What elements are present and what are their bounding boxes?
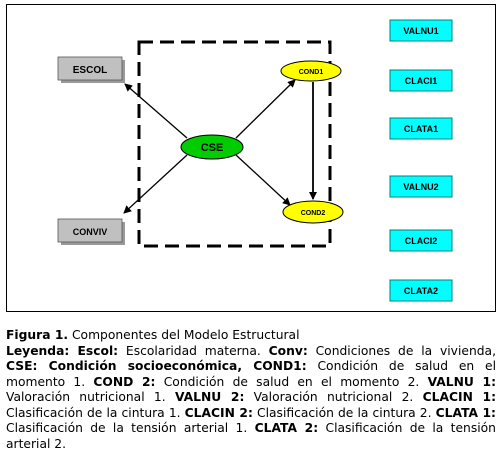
node-escol-label: ESCOL [73, 65, 107, 76]
node-cse-label: CSE [201, 142, 224, 154]
node-conviv-label: CONVIV [73, 227, 108, 237]
legend-term: CLACIN 1: [422, 390, 497, 404]
legend-desc: Valoración nutricional 2. [244, 390, 423, 404]
node-clacin1-label: CLACI1 [405, 76, 438, 86]
figure-label: Figura 1. [6, 328, 69, 342]
node-cse-ellipse [180, 134, 244, 160]
node-clacin2: CLACI2 [389, 229, 453, 252]
node-valnu2-label: VALNU2 [403, 182, 438, 192]
node-clata2-label: CLATA2 [404, 286, 438, 296]
node-clata1: CLATA1 [389, 117, 453, 140]
legend-desc: Condición de salud en el momento 1. [6, 359, 496, 389]
node-cond1-label: COND1 [299, 69, 324, 76]
legend-desc: Escolaridad materna. [118, 343, 269, 358]
node-escol: ESCOL [57, 56, 125, 83]
legend-desc: Clasificación de la tensión arterial 2. [6, 421, 496, 451]
edge-cse-escol [124, 83, 188, 139]
legend-term: CLATA 1: [435, 405, 496, 420]
diagram-frame [6, 4, 496, 312]
node-valnu1: VALNU1 [389, 19, 453, 42]
node-valnu2-box [389, 175, 453, 198]
legend-desc: Clasificación de la tensión arterial 1. [6, 421, 255, 435]
model-boundary [137, 40, 332, 248]
node-cond1-ellipse [280, 60, 342, 82]
node-valnu1-label: VALNU1 [403, 26, 438, 36]
diagram: ESCOL CONVIV CSE COND1 COND2 VALNU1 [57, 19, 453, 302]
legend-term: COND 2: [93, 374, 156, 389]
legend-desc: Condiciones de la vivienda, [307, 343, 496, 358]
caption-title-line: Figura 1. Componentes del Modelo Estruct… [6, 328, 496, 344]
node-clata2: CLATA2 [389, 279, 453, 302]
legend-desc: Clasificación de la cintura 1. [6, 405, 185, 420]
legend-term: Conv: [268, 343, 308, 358]
node-clacin2-box [389, 229, 453, 252]
figure-title: Componentes del Modelo Estructural [68, 328, 300, 342]
legend-term: VALNU 2: [174, 390, 245, 404]
node-cond1: COND1 [280, 60, 342, 82]
legend-term: Leyenda: Escol: [6, 343, 119, 358]
legend-term: CLATA 2: [254, 421, 319, 435]
legend-desc: Condición de salud en el momento 2. [155, 374, 428, 389]
legend-desc: Clasificación de la cintura 2. [252, 405, 436, 420]
legend-term: VALNU 1: [427, 374, 496, 389]
node-clata2-box [389, 279, 453, 302]
caption-legend: Leyenda: Escol: Escolaridad materna. Con… [6, 344, 496, 453]
node-valnu2: VALNU2 [389, 175, 453, 198]
node-cond2-label: COND2 [301, 210, 326, 217]
node-cse: CSE [180, 134, 244, 160]
node-clata1-label: CLATA1 [404, 124, 438, 134]
node-cond2-ellipse [282, 200, 344, 224]
node-conviv: CONVIV [57, 218, 125, 245]
node-clacin1-box [389, 69, 453, 92]
node-cond2: COND2 [282, 200, 344, 224]
figure-caption: Figura 1. Componentes del Modelo Estruct… [6, 328, 496, 452]
node-clata1-box [389, 117, 453, 140]
edge-cse-cond1 [235, 79, 296, 139]
node-conviv-box [57, 218, 123, 243]
legend-term: CSE: Condición socioeconómica, COND1: [6, 359, 307, 373]
legend-desc: Valoración nutricional 1. [6, 390, 175, 404]
node-valnu1-box [389, 19, 453, 42]
node-clacin2-label: CLACI2 [405, 236, 438, 246]
legend-term: CLACIN 2: [184, 405, 253, 420]
edge-cse-cond2 [235, 154, 291, 206]
edge-cse-conviv [123, 154, 188, 214]
node-escol-box [57, 56, 123, 81]
node-clacin1: CLACI1 [389, 69, 453, 92]
